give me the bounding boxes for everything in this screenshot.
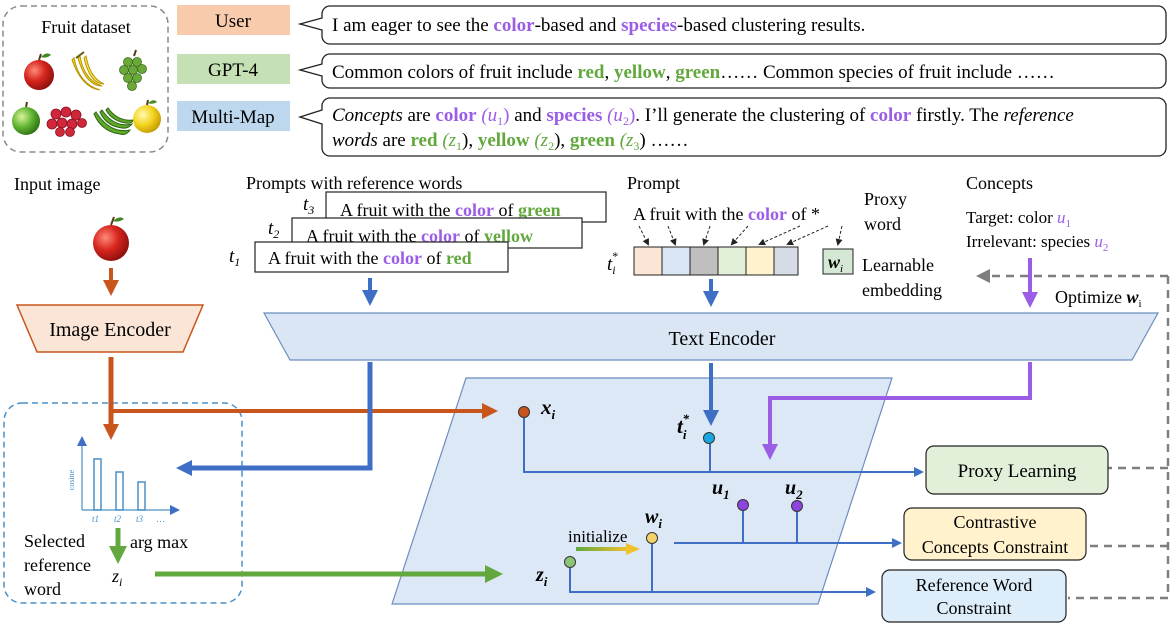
image-encoder-label: Image Encoder [49, 319, 171, 341]
contrastive-label-2: Concepts Constraint [922, 537, 1069, 557]
optimize-feedback-loop [976, 269, 1170, 600]
multimap-message-line1: Concepts are color (u1) and species (u2)… [332, 105, 1074, 128]
selected-label-1: Selected [24, 531, 85, 551]
user-message: I am eager to see the color-based and sp… [332, 15, 865, 36]
proxy-learning-label: Proxy Learning [958, 461, 1077, 482]
u2-point [791, 500, 803, 512]
embedding-plane [391, 377, 893, 605]
user-role-label: User [215, 11, 252, 32]
mini-tick-t2: t2 [114, 514, 122, 524]
optimize-label: Optimize wi [1055, 287, 1142, 310]
wi-label: wi [645, 506, 662, 531]
gpt4-message: Common colors of fruit include red, yell… [332, 62, 1055, 83]
proxy-learning-box: Proxy Learning [925, 445, 1109, 495]
selected-zi-label: zi [111, 566, 122, 589]
text-encoder-block: Text Encoder [262, 312, 1160, 361]
user-speech-bubble [297, 5, 1167, 45]
mini-bar-t1 [93, 458, 102, 511]
irrelevant-concept: Irrelevant: species u2 [966, 232, 1108, 254]
contrastive-constraint-box: Contrastive Concepts Constraint [903, 507, 1087, 561]
gpt4-speech-bubble [297, 53, 1167, 89]
green-apple-icon [12, 101, 40, 135]
prompt-t2-text: A fruit with the color of yellow [306, 226, 533, 246]
reference-constraint-label-2: Constraint [937, 598, 1012, 618]
proxy-prompt-text: A fruit with the color of * [633, 204, 820, 224]
contrastive-label-1: Contrastive [954, 512, 1037, 532]
multimap-role-box: Multi-Map [177, 101, 290, 131]
red-berries-icon [46, 106, 87, 137]
prompt-label: Prompt [627, 173, 680, 193]
reference-word-constraint-box: Reference Word Constraint [881, 569, 1067, 623]
selected-label-3: word [24, 579, 61, 599]
selected-label-2: reference [24, 555, 91, 575]
u2-label: u2 [785, 477, 803, 502]
mini-bar-t3 [137, 481, 146, 511]
concepts-label: Concepts [966, 173, 1033, 193]
yellow-apple-icon [133, 99, 161, 133]
reference-selection-panel [3, 402, 243, 604]
prompt-token-arrows [638, 225, 843, 246]
text-encoder-label: Text Encoder [669, 328, 776, 350]
target-concept: Target: color u1 [966, 208, 1071, 230]
proxy-word-label-2: word [864, 214, 901, 234]
banana-icon [71, 51, 105, 91]
initialize-label: initialize [568, 527, 627, 546]
prompt-t1-text: A fruit with the color of red [268, 248, 472, 268]
green-banana-icon [93, 107, 136, 135]
cosine-mini-chart: cosine t1 t2 t3 … [67, 436, 180, 524]
input-apple-image [93, 216, 129, 261]
mini-tick-t1: t1 [92, 514, 99, 524]
wi-point [646, 532, 658, 544]
red-apple-icon [24, 53, 54, 90]
proxy-word-label-1: Proxy [864, 189, 907, 209]
green-grape-icon [119, 49, 147, 91]
zi-label: zi [535, 564, 548, 589]
xi-label: xi [540, 395, 556, 422]
input-image-label: Input image [14, 174, 100, 194]
mini-tick-t3: t3 [136, 514, 144, 524]
learnable-label-1: Learnable [862, 255, 934, 275]
image-encoder-block: Image Encoder [15, 304, 205, 353]
learnable-embedding-box: wi [822, 248, 854, 275]
learnable-label-2: embedding [862, 280, 942, 300]
gpt4-role-label: GPT-4 [208, 60, 258, 81]
multimap-role-label: Multi-Map [191, 107, 274, 128]
prompt-box-t1: t1 A fruit with the color of red [229, 241, 509, 273]
dataset-title: Fruit dataset [41, 17, 130, 37]
mini-chart-ylabel: cosine [67, 469, 76, 490]
mini-tick-more: … [156, 514, 165, 524]
initialize-arrow [576, 543, 640, 555]
prompt-t3-text: A fruit with the color of green [340, 200, 561, 220]
u1-label: u1 [712, 477, 730, 502]
user-role-box: User [177, 5, 290, 35]
prompt-token-strip [633, 246, 799, 276]
zi-point [564, 556, 576, 568]
multimap-speech-bubble [297, 97, 1167, 157]
multimap-message-line2: words are red (z1), yellow (z2), green (… [332, 130, 689, 153]
ti-star-point [703, 432, 715, 444]
prompts-ref-label: Prompts with reference words [246, 173, 462, 193]
prompt-t3-symbol: t3 [303, 194, 314, 217]
mini-bar-t2 [115, 471, 124, 511]
u1-point [737, 499, 749, 511]
wi-token: wi [828, 252, 843, 275]
fruit-dataset-panel: Fruit dataset [2, 5, 169, 153]
reference-constraint-label-1: Reference Word [916, 575, 1033, 595]
argmax-label: arg max [130, 532, 188, 552]
prompt-ti-star: ti* [607, 249, 618, 277]
ti-star-label: ti* [677, 411, 689, 442]
prompt-t1-symbol: t1 [229, 246, 240, 269]
gpt4-role-box: GPT-4 [177, 54, 290, 84]
prompt-t2-symbol: t2 [268, 218, 279, 241]
xi-point [518, 406, 530, 418]
prompt-box-t3: t3 A fruit with the color of green [303, 191, 607, 223]
